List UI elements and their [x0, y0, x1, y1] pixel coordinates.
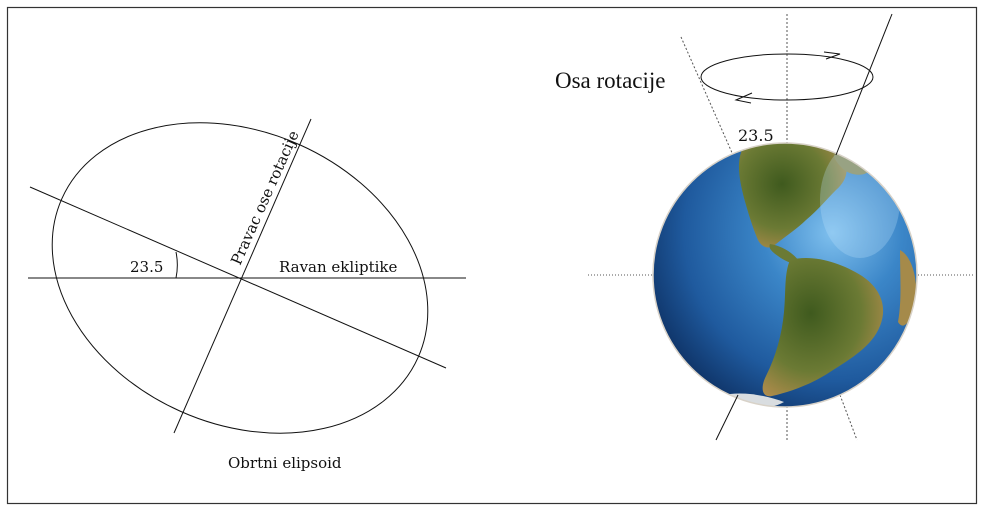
rotation-axis-line — [173, 118, 312, 434]
caption-label: Obrtni elipsoid — [228, 454, 342, 472]
tilt-angle-label: 23.5 — [738, 126, 774, 145]
axis-label: Pravac ose rotacije — [227, 128, 302, 268]
globe-highlight — [820, 143, 900, 258]
rotation-arrow-top — [823, 51, 841, 60]
north-america-landmass — [738, 143, 847, 248]
earth-globe — [652, 142, 918, 408]
earth-rim — [652, 142, 918, 408]
rotation-axis-top — [835, 13, 893, 156]
rotation-arrow-bottom — [734, 92, 753, 104]
figure-frame — [6, 6, 978, 505]
rotation-ellipse — [700, 53, 874, 101]
rotation-axis-bottom — [715, 394, 739, 441]
ecliptic-label: Ravan ekliptike — [279, 258, 398, 276]
rotation-axis-title: Osa rotacije — [555, 68, 665, 93]
central-america-landmass — [769, 244, 800, 264]
angle-arc — [175, 251, 178, 279]
cone-bottom-edge — [839, 394, 858, 441]
ellipsoid-diagram: 23.5 Pravac ose rotacije Ravan ekliptike… — [28, 118, 466, 472]
globe-diagram: Osa rotacije 23.5 — [555, 13, 975, 441]
equator-line — [29, 186, 447, 369]
angle-label: 23.5 — [130, 258, 163, 276]
africa-edge-landmass — [898, 250, 917, 326]
south-america-landmass — [762, 257, 884, 397]
cone-left-edge — [680, 36, 734, 156]
